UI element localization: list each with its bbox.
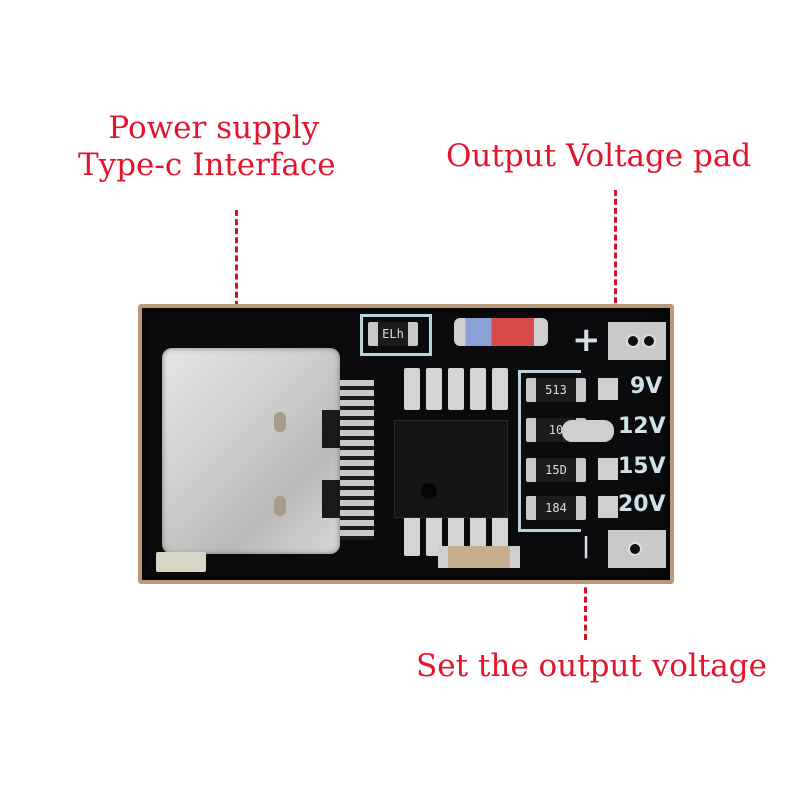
output-pad-positive[interactable] xyxy=(608,322,666,360)
connector-pins xyxy=(340,380,374,540)
ic-leg xyxy=(492,368,508,410)
connector-dimple xyxy=(274,412,286,432)
diode xyxy=(454,318,548,346)
plus-marker: + xyxy=(572,320,601,360)
output-pad-negative[interactable] xyxy=(608,530,666,568)
output-voltage-pad-label: Output Voltage pad xyxy=(446,138,752,174)
resistor-top: ELh xyxy=(368,322,418,346)
power-supply-label: Power supply Type-c Interface xyxy=(78,110,336,183)
label-9v: 9V xyxy=(630,374,663,399)
ic-leg xyxy=(426,514,442,556)
ic-leg xyxy=(448,514,464,556)
solder-pad-15v[interactable] xyxy=(598,458,618,480)
via-hole xyxy=(642,334,656,348)
solder-pad-20v[interactable] xyxy=(598,496,618,518)
ic-leg xyxy=(470,514,486,556)
ic-leg xyxy=(448,368,464,410)
set-output-voltage-label: Set the output voltage xyxy=(416,648,767,684)
ic-leg xyxy=(426,368,442,410)
usb-type-c-connector xyxy=(162,348,346,554)
ic-leg xyxy=(492,514,508,556)
minus-marker: | xyxy=(582,534,591,559)
silkscreen-outline xyxy=(518,370,581,532)
solder-pad-9v[interactable] xyxy=(598,378,618,400)
leader-line-set-voltage xyxy=(584,550,587,640)
via-hole xyxy=(628,542,642,556)
power-supply-line1: Power supply xyxy=(108,110,320,146)
controller-ic xyxy=(394,420,508,518)
silkscreen-outline xyxy=(360,314,432,356)
pcb-board: ELh 513 10 15D 184 9V 12V 15V 20V + | xyxy=(138,304,674,584)
label-15v: 15V xyxy=(618,454,666,479)
capacitor xyxy=(438,546,520,568)
resistor-20v: 184 xyxy=(526,496,586,520)
ic-leg xyxy=(404,514,420,556)
ic-leg xyxy=(404,368,420,410)
label-12v: 12V xyxy=(618,414,666,439)
ic-leg xyxy=(470,368,486,410)
pin1-marker xyxy=(421,483,437,499)
connector-dimple xyxy=(274,496,286,516)
label-20v: 20V xyxy=(618,492,666,517)
solder-pad-12v[interactable] xyxy=(562,420,614,442)
resistor-9v: 513 xyxy=(526,378,586,402)
led xyxy=(156,552,206,572)
leader-line-output-pad xyxy=(614,190,617,330)
resistor-15v: 15D xyxy=(526,458,586,482)
power-supply-line2: Type-c Interface xyxy=(78,146,336,183)
via-hole xyxy=(626,334,640,348)
